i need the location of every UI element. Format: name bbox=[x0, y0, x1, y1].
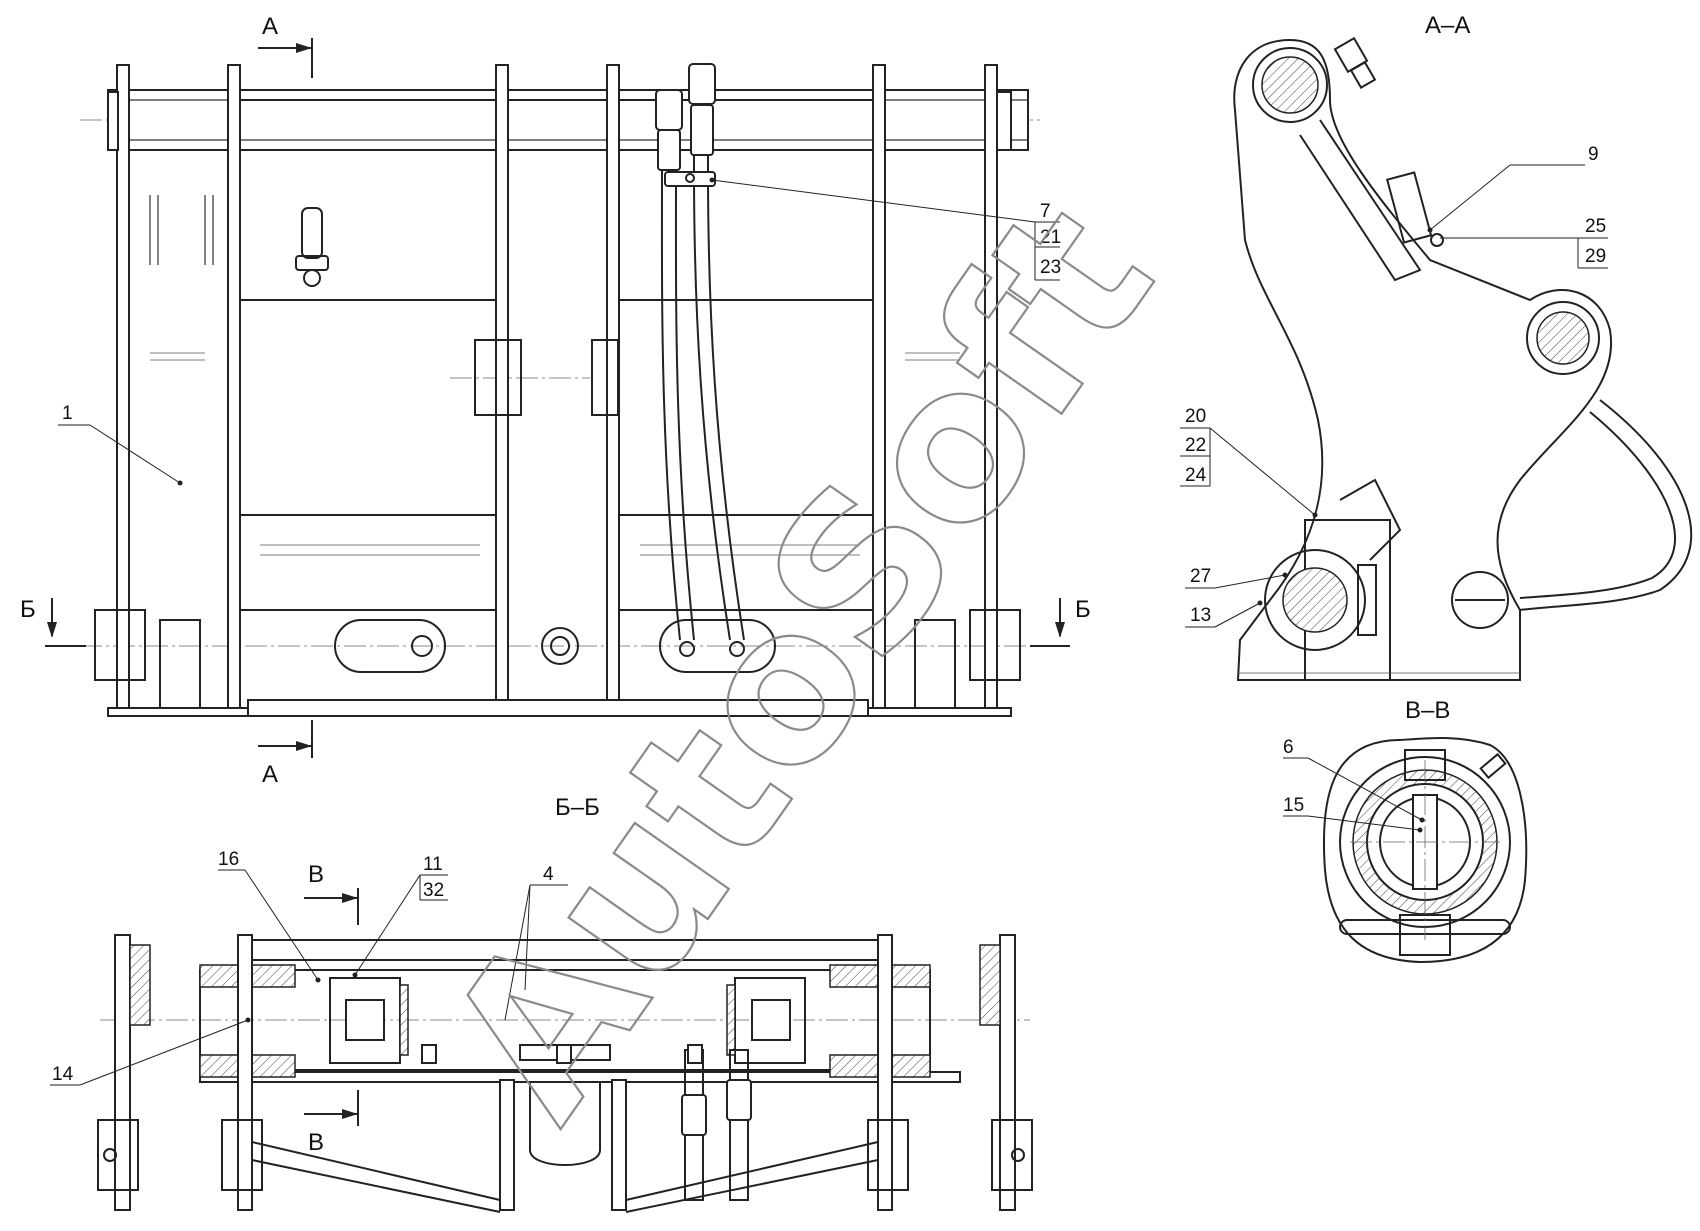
section-arrows-b: Б Б bbox=[20, 596, 1091, 647]
callout-29: 29 bbox=[1585, 246, 1606, 267]
section-vv-view: В–В bbox=[1322, 697, 1528, 964]
section-label-v-top: В bbox=[308, 861, 324, 888]
section-label-v-bottom: В bbox=[308, 1129, 324, 1156]
callout-11: 11 bbox=[423, 854, 443, 875]
callout-16: 16 bbox=[218, 849, 239, 870]
callout-4: 4 bbox=[543, 864, 554, 885]
section-label-b-left: Б bbox=[20, 596, 36, 623]
section-label-a-bottom: А bbox=[262, 761, 278, 788]
section-label-b-right: Б bbox=[1075, 596, 1091, 623]
watermark: AutoSoft bbox=[400, 163, 1199, 1159]
section-label-a-top: А bbox=[262, 13, 278, 40]
section-aa-view: А–А bbox=[1233, 12, 1693, 681]
callout-1: 1 bbox=[62, 403, 73, 424]
callout-23: 23 bbox=[1040, 257, 1061, 278]
callout-21: 21 bbox=[1040, 227, 1061, 248]
callout-27: 27 bbox=[1190, 566, 1211, 587]
section-title-vv: В–В bbox=[1405, 697, 1450, 724]
section-title-bb: Б–Б bbox=[555, 794, 600, 821]
callout-9: 9 bbox=[1588, 144, 1599, 165]
section-title-aa: А–А bbox=[1425, 12, 1470, 39]
callout-24: 24 bbox=[1185, 465, 1207, 486]
callout-7: 7 bbox=[1040, 201, 1051, 222]
callout-22: 22 bbox=[1185, 435, 1206, 456]
callout-32: 32 bbox=[423, 880, 444, 901]
section-bb-view: Б–Б В В bbox=[97, 794, 1033, 1213]
callout-13: 13 bbox=[1190, 605, 1211, 626]
callout-6: 6 bbox=[1283, 737, 1294, 758]
callout-20: 20 bbox=[1185, 406, 1206, 427]
callout-15: 15 bbox=[1283, 795, 1304, 816]
section-arrows-a: А А bbox=[258, 13, 313, 788]
front-view bbox=[80, 63, 1040, 717]
callout-25: 25 bbox=[1585, 216, 1606, 237]
callout-14: 14 bbox=[52, 1064, 74, 1085]
callouts: 1 7 21 23 9 25 29 20 22 24 bbox=[50, 144, 1608, 1086]
